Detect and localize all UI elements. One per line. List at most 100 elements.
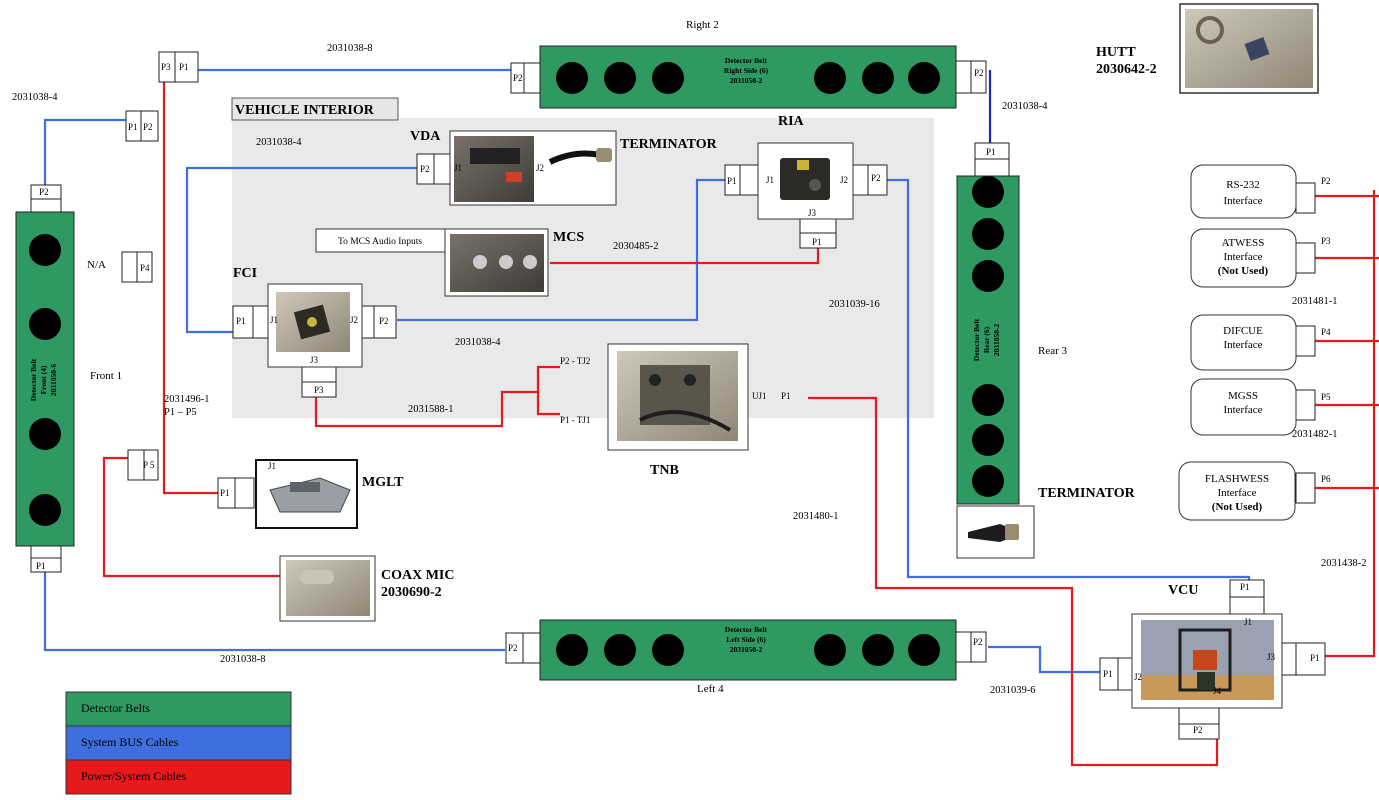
interface-label: (Not Used) <box>1218 265 1269 277</box>
mglt-label: MGLT <box>362 475 404 490</box>
jack-label: J4 <box>1213 686 1222 696</box>
cable-label: 2031038-4 <box>1002 101 1048 112</box>
interface-label: Interface <box>1217 487 1256 499</box>
power-cable-trunk-mglt <box>164 78 218 493</box>
tnb-photo-icon <box>608 344 748 450</box>
coax-part-label: 2030690-2 <box>381 585 442 600</box>
cable-label: 2031038-4 <box>256 137 302 148</box>
cable-label: 2030485-2 <box>613 241 659 252</box>
power-cable-interface-trunk <box>1325 190 1374 656</box>
terminator-rear-label: TERMINATOR <box>1038 486 1136 501</box>
port-label: P1 <box>236 316 246 326</box>
interface-label: ATWESS <box>1222 237 1265 249</box>
cable-label: 2031038-4 <box>12 92 58 103</box>
port-label: P2 <box>1321 176 1331 186</box>
coax-label: COAX MIC <box>381 568 455 583</box>
cable-label: 2031038-8 <box>327 43 373 54</box>
port-label: P2 <box>508 643 518 653</box>
interface-label: FLASHWESS <box>1205 473 1269 485</box>
jack-label: J2 <box>536 163 544 173</box>
port-label: P2 <box>871 173 881 183</box>
jack-label: J2 <box>350 315 358 325</box>
jack-label: J1 <box>268 461 276 471</box>
interface-label: (Not Used) <box>1212 501 1263 513</box>
bus-cable-left-vcu <box>988 647 1100 672</box>
port-label: P1 <box>36 561 46 571</box>
port-label: P1 <box>812 237 822 247</box>
vcu-label: VCU <box>1168 583 1198 598</box>
interface-label: Interface <box>1223 339 1262 351</box>
na-label: N/A <box>87 259 106 271</box>
interface-label: RS-232 <box>1226 179 1260 191</box>
right2-label: Right 2 <box>686 19 719 31</box>
cable-label: 2031480-1 <box>793 511 839 522</box>
port-label: P1 <box>179 62 189 72</box>
terminator-rear-photo-icon <box>957 506 1034 558</box>
hutt-photo-icon <box>1180 4 1318 93</box>
port-label: P3 <box>161 62 171 72</box>
cable-label: 2031039-6 <box>990 685 1036 696</box>
mcs-photo-icon <box>445 229 548 296</box>
tnb-tj1-label: P1 - TJ1 <box>560 415 590 425</box>
port-label: P1 <box>1103 669 1113 679</box>
belt-right-part: 2031050-2 <box>730 76 763 85</box>
port-label: P1 <box>128 122 138 132</box>
cable-label: P1 – P5 <box>164 407 197 418</box>
coax-photo-icon <box>280 556 375 621</box>
belt-right-subtitle: Right Side (6) <box>724 66 769 75</box>
left4-label: Left 4 <box>697 683 724 695</box>
port-label: P5 <box>1321 392 1331 402</box>
port-label: P2 <box>143 122 153 132</box>
detector-belt-front: Detector Belt Front (4) 2031050-6 <box>16 212 74 546</box>
hutt-part-label: 2030642-2 <box>1096 62 1157 77</box>
port-label: P4 <box>140 263 150 273</box>
jack-label: J1 <box>454 163 462 173</box>
detector-belt-right: Detector Belt Right Side (6) 2031050-2 <box>540 46 956 108</box>
cable-label: 2031438-2 <box>1321 558 1367 569</box>
port-label: P1 <box>220 488 230 498</box>
detector-belt-rear: Detector Belt Rear (6) 2031050-2 <box>957 176 1019 504</box>
jack-label: J3 <box>1267 652 1276 662</box>
belt-left-part: 2031050-2 <box>730 645 763 654</box>
port-label: P1 <box>1240 582 1250 592</box>
belt-front-title: Detector Belt <box>29 358 38 401</box>
port-label: P2 <box>973 637 983 647</box>
port-label: P4 <box>1321 327 1331 337</box>
belt-left-title: Detector Belt <box>725 625 768 634</box>
hutt-label: HUTT <box>1096 45 1136 60</box>
cable-label: 2031588-1 <box>408 404 454 415</box>
vda-label: VDA <box>410 129 441 144</box>
legend-label: Detector Belts <box>81 701 150 715</box>
cable-label: 2031496-1 <box>164 394 210 405</box>
jack-label: J2 <box>840 175 848 185</box>
belt-front-subtitle: Front (4) <box>39 365 48 394</box>
legend-label: Power/System Cables <box>81 769 186 783</box>
belt-rear-subtitle: Rear (6) <box>982 326 991 353</box>
interface-box-rs232 <box>1191 165 1296 218</box>
cable-label: 2031038-4 <box>455 337 501 348</box>
belt-rear-part: 2031050-2 <box>992 324 1001 357</box>
vcu-photo-icon <box>1132 614 1282 708</box>
vda-photo-icon <box>450 131 616 205</box>
port-label: P3 <box>314 385 324 395</box>
interface-label: Interface <box>1223 404 1262 416</box>
port-label: P 5 <box>143 460 155 470</box>
tnb-label: TNB <box>650 463 679 478</box>
jack-label: J3 <box>310 355 319 365</box>
cable-label: 2031039-16 <box>829 299 880 310</box>
terminator-top-label: TERMINATOR <box>620 137 718 152</box>
front1-label: Front 1 <box>90 370 122 382</box>
port-label: P2 <box>379 316 389 326</box>
port-label: P6 <box>1321 474 1331 484</box>
cable-label: 2031482-1 <box>1292 429 1338 440</box>
port-label: P3 <box>1321 236 1331 246</box>
port-label: P1 <box>727 176 737 186</box>
bus-cable-front-left <box>45 572 505 650</box>
belt-front-part: 2031050-6 <box>49 364 58 397</box>
belt-rear-title: Detector Belt <box>972 318 981 361</box>
detector-belt-left: Detector Belt Left Side (6) 2031050-2 <box>540 620 956 680</box>
port-label: P1 <box>1310 653 1320 663</box>
tnb-p1-label: P1 <box>781 391 791 401</box>
tnb-uj1-label: UJ1 <box>752 391 767 401</box>
